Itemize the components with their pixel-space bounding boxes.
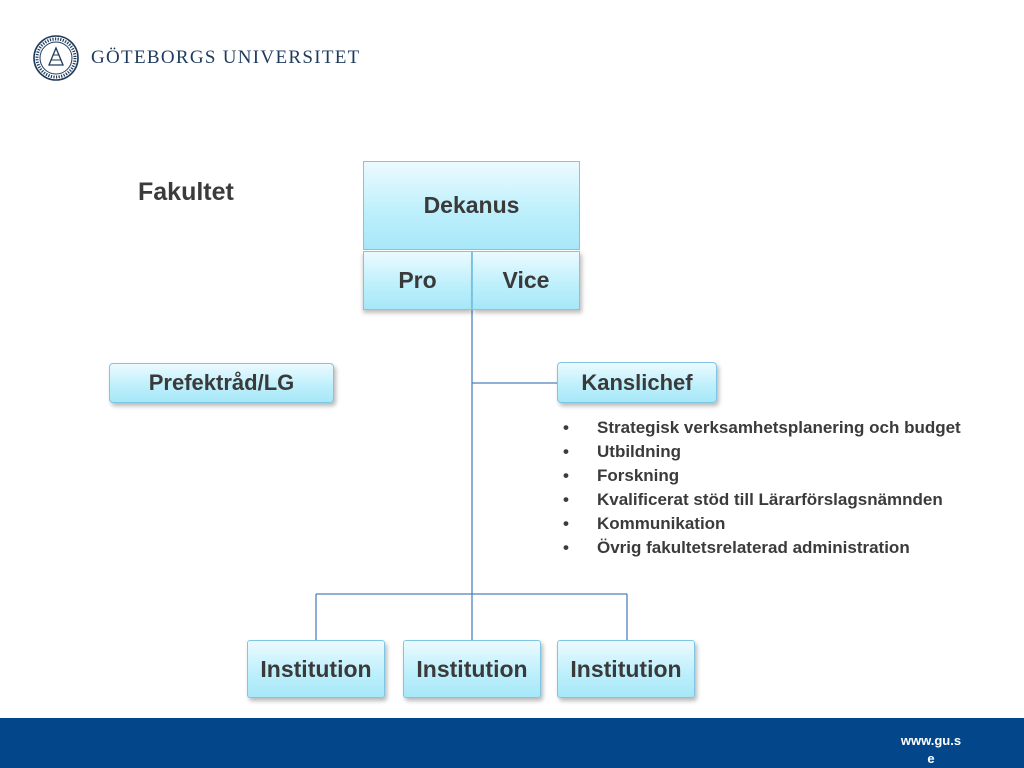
bullet: • [563, 538, 569, 557]
footer-url[interactable]: www.gu.se [900, 733, 962, 766]
bullet: • [563, 514, 569, 533]
institution-label: Institution [416, 655, 528, 682]
task-text: Forskning [597, 466, 680, 485]
prefektrad-box: Prefektråd/LG [109, 363, 334, 403]
dekanus-label: Dekanus [423, 192, 520, 218]
list-item: • Kvalificerat stöd till Lärarförslagsnäm… [563, 488, 961, 512]
task-text: Utbildning [597, 442, 682, 461]
bullet: • [563, 466, 569, 485]
list-item: • Strategisk verksamhetsplanering och bud… [563, 416, 961, 440]
institution-label: Institution [570, 655, 682, 682]
kanslichef-task-list: • Strategisk verksamhetsplanering och bud… [563, 416, 961, 560]
vice-box: Vice [472, 251, 580, 310]
pro-label: Pro [398, 267, 437, 293]
task-text: Kommunikation [597, 514, 726, 533]
institution-box-2: Institution [403, 640, 541, 698]
section-label: Fakultet [138, 178, 234, 206]
list-item: • Forskning [563, 464, 961, 488]
institution-box-3: Institution [557, 640, 695, 698]
bullet: • [563, 418, 569, 437]
university-seal-icon [33, 35, 79, 81]
task-text: Övrig fakultetsrelaterad administration [597, 538, 910, 557]
footer-bar [0, 718, 1024, 768]
list-item: • Övrig fakultetsrelaterad administration [563, 536, 961, 560]
list-item: • Utbildning [563, 440, 961, 464]
kanslichef-box: Kanslichef [557, 362, 717, 403]
pro-box: Pro [363, 251, 472, 310]
dekanus-box: Dekanus [363, 161, 580, 250]
task-text: Kvalificerat stöd till Lärarförslagsnämn… [597, 490, 943, 509]
kanslichef-label: Kanslichef [581, 369, 693, 395]
bullet: • [563, 442, 569, 461]
bullet: • [563, 490, 569, 509]
university-logo: GÖTEBORGS UNIVERSITET [33, 35, 361, 81]
prefektrad-label: Prefektråd/LG [148, 370, 295, 395]
university-name: GÖTEBORGS UNIVERSITET [91, 47, 361, 68]
vice-label: Vice [502, 267, 550, 293]
task-text: Strategisk verksamhetsplanering och budg… [597, 418, 961, 437]
institution-box-1: Institution [247, 640, 385, 698]
list-item: • Kommunikation [563, 512, 961, 536]
institution-label: Institution [260, 655, 372, 682]
